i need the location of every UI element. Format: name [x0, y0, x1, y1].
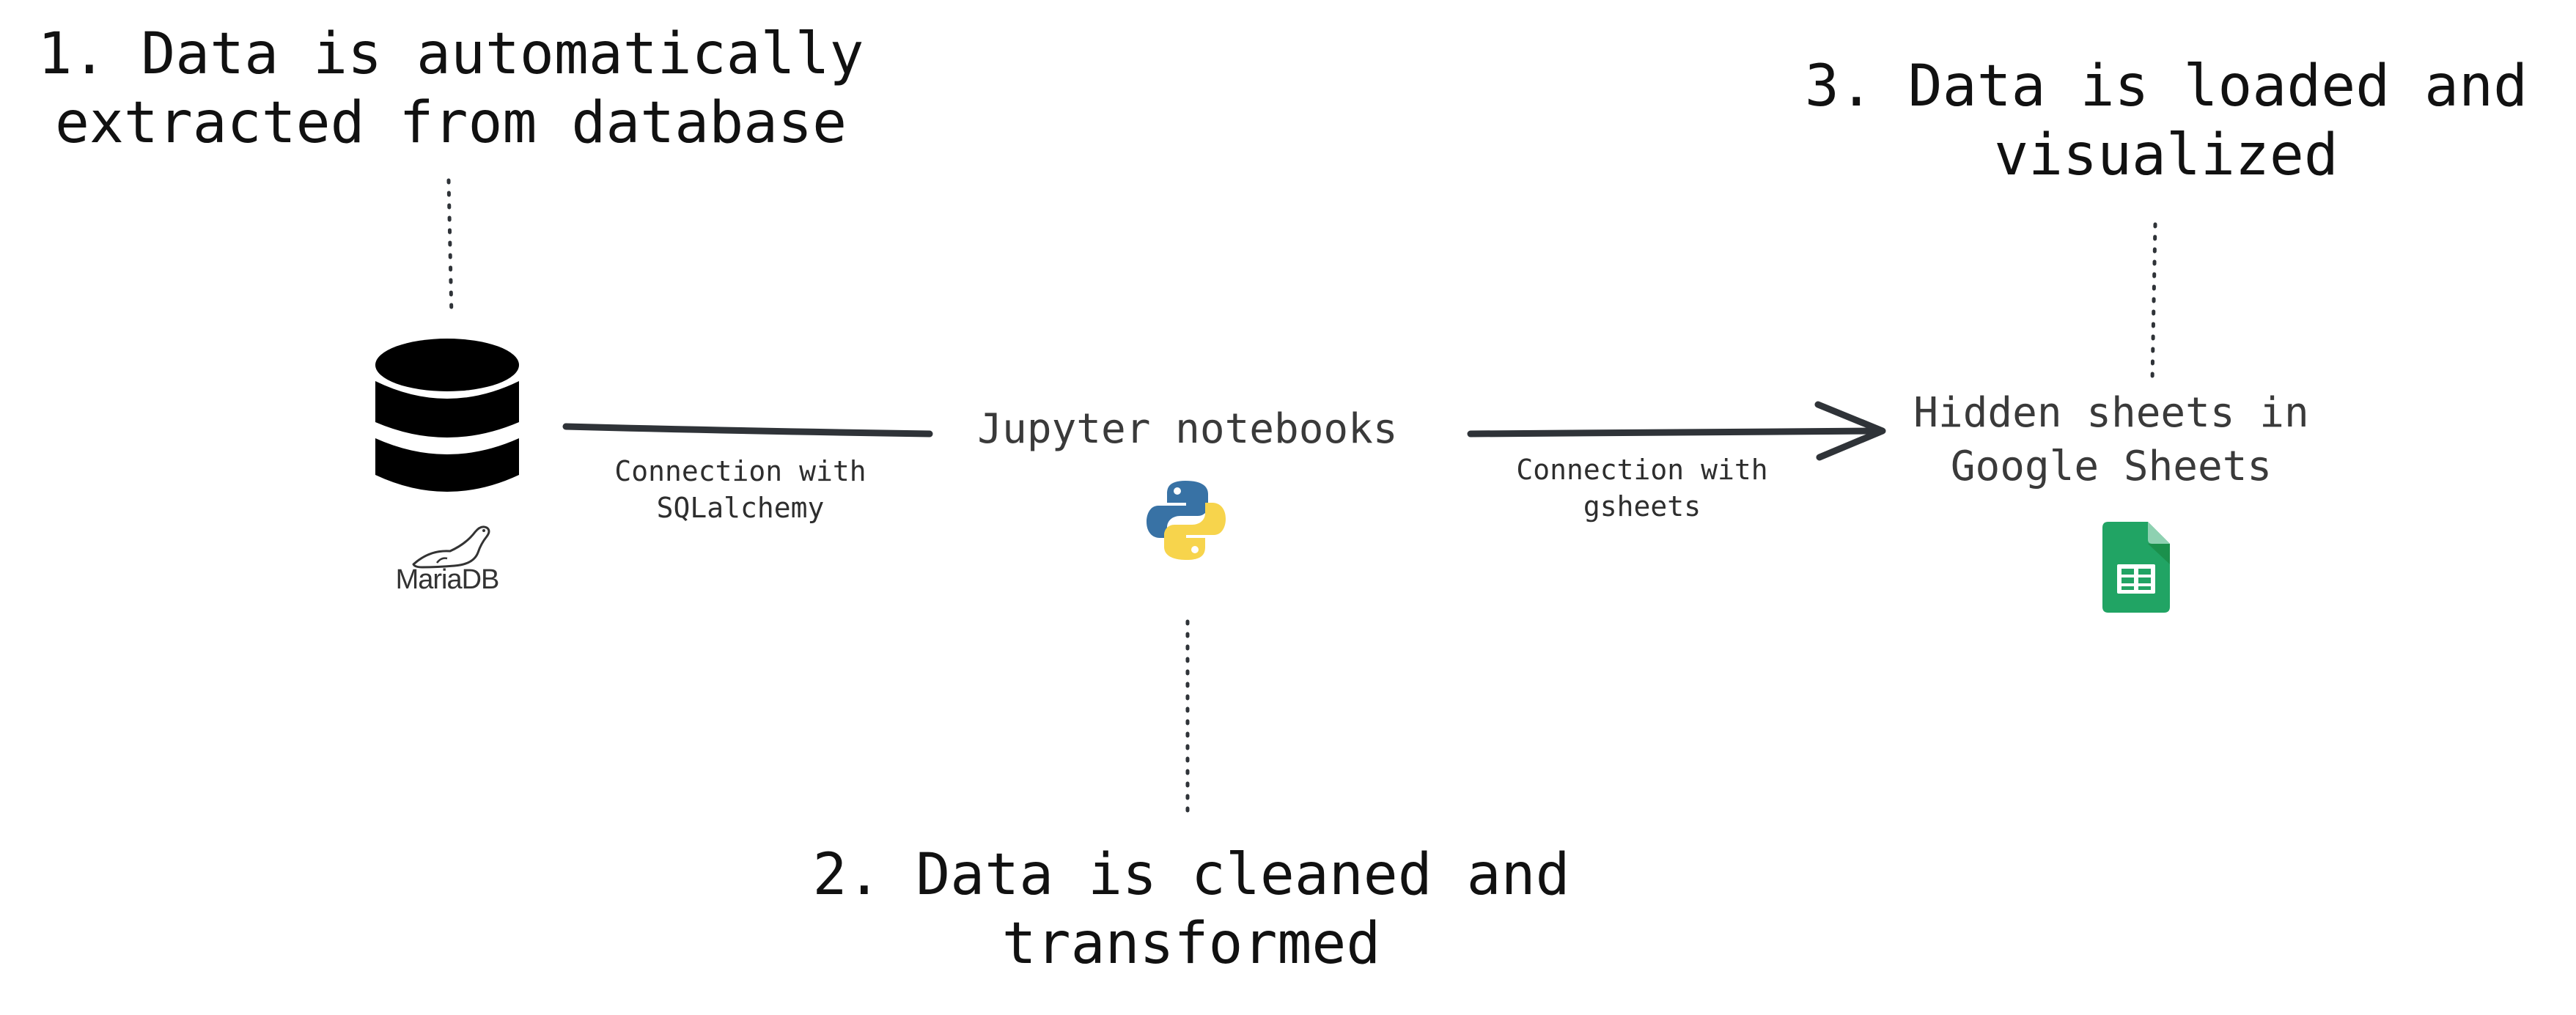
edge-label-sqlalchemy: Connection with SQLalchemy: [586, 453, 894, 526]
step-load-line1: 3. Data is loaded and: [1804, 53, 2528, 119]
hidden-sheets-label: Hidden sheets in Google Sheets: [1877, 387, 2346, 494]
seal-icon: [408, 522, 496, 577]
step-extract-title: 1. Data is automatically extracted from …: [15, 21, 887, 158]
jupyter-notebooks-label: Jupyter notebooks: [977, 405, 1398, 453]
arrowhead-icon: [1814, 401, 1886, 461]
mariadb-logo-text: MariaDB: [395, 564, 500, 595]
step-load-line2: visualized: [1994, 122, 2338, 188]
python-icon: [1144, 478, 1229, 566]
edge-label-gsheets: Connection with gsheets: [1488, 451, 1796, 525]
edge-label-sqlalchemy-line2: SQLalchemy: [656, 492, 825, 525]
dotted-leader-extract: [446, 178, 454, 319]
connector-db-to-jupyter: [562, 423, 933, 438]
hidden-sheets-line1: Hidden sheets in: [1913, 389, 2309, 437]
step-transform-title: 2. Data is cleaned and transformed: [770, 841, 1613, 978]
step-transform-line2: transformed: [1001, 910, 1381, 977]
dotted-leader-load: [2150, 222, 2157, 383]
connector-jupyter-to-sheets: [1467, 427, 1885, 438]
edge-label-gsheets-line1: Connection with: [1516, 454, 1768, 486]
step-extract-line1: 1. Data is automatically: [37, 21, 864, 87]
google-sheets-icon: [2102, 522, 2170, 616]
database-icon: [369, 336, 525, 512]
edge-label-gsheets-line2: gsheets: [1583, 490, 1701, 523]
step-extract-line2: extracted from database: [54, 89, 847, 156]
step-load-title: 3. Data is loaded and visualized: [1759, 53, 2573, 190]
step-transform-line1: 2. Data is cleaned and: [812, 842, 1570, 908]
edge-label-sqlalchemy-line1: Connection with: [614, 455, 866, 487]
hidden-sheets-line2: Google Sheets: [1950, 442, 2273, 490]
